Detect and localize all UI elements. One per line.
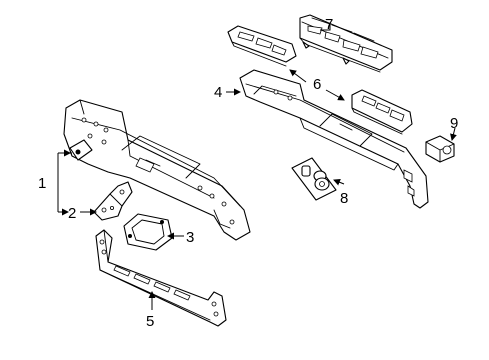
leader-lines [57,24,457,310]
callout-6: 6 [313,76,321,93]
callout-4: 4 [214,84,222,101]
step-pad-right [351,89,413,135]
callout-9: 9 [450,115,458,132]
bumper-face-bar [239,69,429,209]
parking-sensor [425,135,455,163]
callout-1: 1 [38,175,46,192]
callout-3: 3 [186,229,194,246]
bolts-and-nuts [291,157,337,201]
step-pad-left [227,25,297,67]
callout-5: 5 [146,313,154,330]
callout-8: 8 [340,190,348,207]
callout-2: 2 [68,205,76,222]
reinforcement-plate [123,213,173,251]
mounting-bracket [93,181,133,221]
lower-support-rail [95,229,227,327]
callout-7: 7 [325,16,333,33]
step-pad-upper [299,14,393,73]
rear-bumper-assembly [63,99,251,241]
